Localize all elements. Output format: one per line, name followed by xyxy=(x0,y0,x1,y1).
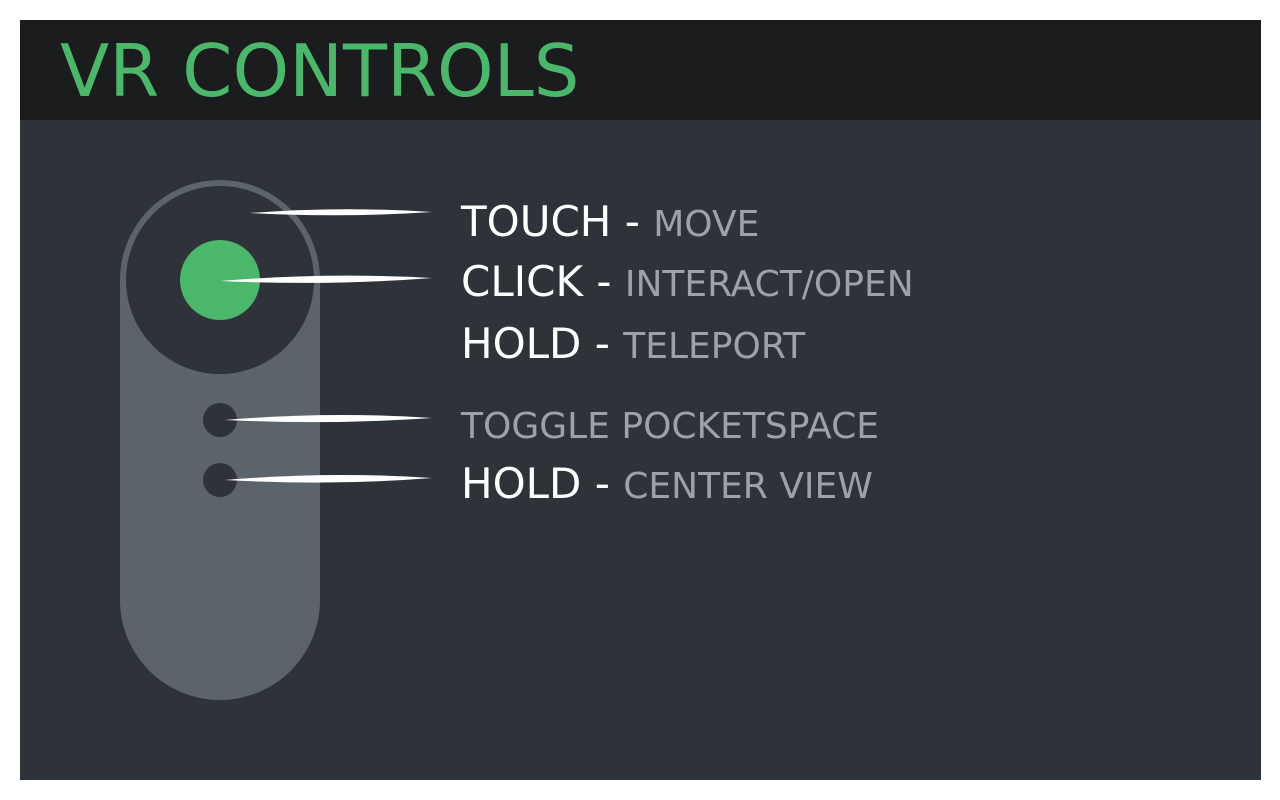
control-hold-teleport: HOLD - TELEPORT xyxy=(461,314,805,374)
control-action: TOUCH - xyxy=(461,197,654,246)
pointer-toggle xyxy=(225,414,432,423)
control-action: HOLD - xyxy=(461,459,624,508)
page-title: VR CONTROLS xyxy=(60,29,580,113)
header-bar: VR CONTROLS xyxy=(20,20,1261,120)
app-button xyxy=(203,403,237,437)
control-click: CLICK - INTERACT/OPEN xyxy=(461,252,914,312)
pointer-center xyxy=(225,474,432,483)
home-button xyxy=(203,463,237,497)
control-description: INTERACT/OPEN xyxy=(624,264,914,305)
control-action: HOLD - xyxy=(461,319,624,368)
control-description: TOGGLE POCKETSPACE xyxy=(461,406,880,447)
pointer-click xyxy=(220,275,432,283)
pointer-touch xyxy=(250,209,432,216)
control-toggle-pocketspace: TOGGLE POCKETSPACE xyxy=(461,394,879,454)
control-description: CENTER VIEW xyxy=(623,466,873,507)
control-description: TELEPORT xyxy=(623,326,806,367)
touchpad-click-button xyxy=(180,240,260,320)
control-action: CLICK - xyxy=(461,257,625,306)
control-description: MOVE xyxy=(653,204,760,245)
control-touch: TOUCH - MOVE xyxy=(461,192,759,252)
control-hold-center: HOLD - CENTER VIEW xyxy=(461,454,873,514)
vr-controls-card: VR CONTROLS TOUCH - MOVE CLICK - INTERAC… xyxy=(20,20,1261,780)
controller-diagram xyxy=(120,180,432,700)
